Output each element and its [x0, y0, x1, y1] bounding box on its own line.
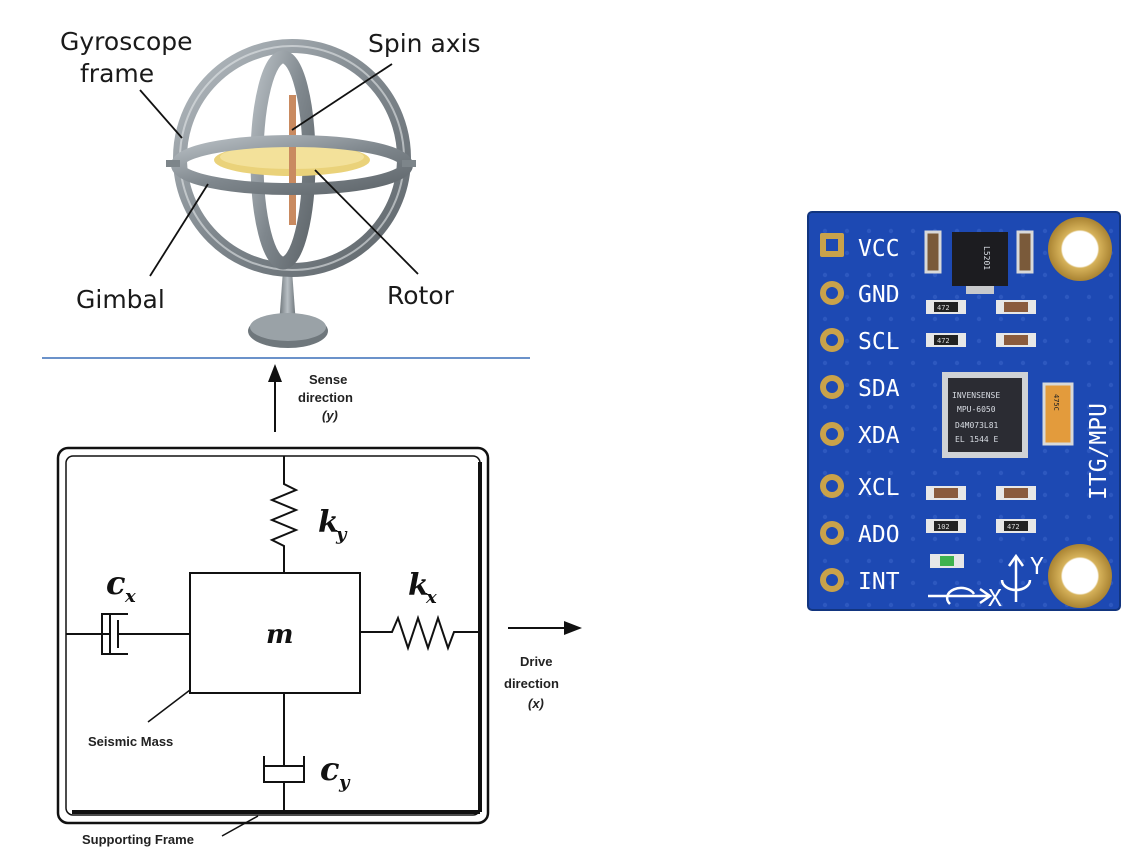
label-gyroscope-frame-line1: Gyroscope [60, 27, 193, 56]
mounting-hole-top [1048, 217, 1112, 281]
axis-label-y: Y [1030, 554, 1044, 580]
chip-line-2: MPU-6050 [957, 405, 996, 414]
board-vertical-label: ITG/MPU [1086, 403, 1112, 500]
label-cy-base: c [320, 750, 339, 788]
damper-cy [263, 693, 305, 812]
label-ky-base: k [318, 505, 339, 540]
label-sense-axis: (y) [322, 408, 338, 423]
seismic-mass-block [189, 572, 361, 694]
supporting-frame-outer [56, 446, 490, 825]
label-spin-axis: Spin axis [368, 29, 481, 58]
axis-markings [928, 553, 1032, 605]
axis-label-x: X [988, 586, 1002, 612]
leader-gimbal [149, 183, 209, 277]
label-kx-base: k [408, 568, 429, 603]
label-cx-base: c [106, 564, 125, 602]
label-drive-line1: Drive [520, 654, 553, 669]
leader-seismic-mass [147, 689, 191, 723]
label-kx-sub: x [425, 587, 437, 608]
label-gyroscope-frame-line2: frame [80, 59, 154, 88]
pin-label-xcl: XCL [858, 475, 900, 501]
spring-ky [269, 456, 299, 573]
leader-spin-axis [291, 63, 393, 131]
label-rotor: Rotor [387, 281, 455, 310]
resistor-label-3: 102 [937, 523, 950, 531]
spin-axis-shaft [289, 95, 296, 225]
label-ky-sub: y [335, 524, 348, 545]
capacitor-left [924, 230, 942, 274]
resistor-array: 472 472 102 472 [926, 300, 1036, 533]
damper-cx [66, 613, 190, 655]
label-seismic-mass: Seismic Mass [88, 734, 173, 749]
resistor-label-1: 472 [937, 304, 950, 312]
label-sense-line1: Sense [309, 372, 347, 387]
regulator-text: L5201 [982, 246, 991, 270]
pin-label-xda: XDA [858, 423, 900, 449]
tantalum-cap-text: 475C [1052, 394, 1060, 411]
pin-label-vcc: VCC [858, 236, 900, 262]
resistor-label-2: 472 [937, 337, 950, 345]
gyroscope-stand [279, 270, 296, 325]
pin-pads [820, 233, 844, 592]
mechanical-model-diagram: Sense direction (y) m k y k x c x [56, 364, 582, 847]
label-drive-line2: direction [504, 676, 559, 691]
leader-supporting-frame [221, 815, 259, 837]
gyroscope-illustration: Gyroscope frame Spin axis Gimbal Rotor [60, 27, 481, 348]
chip-line-4: EL 1544 E [955, 435, 999, 444]
label-cy-sub: y [338, 772, 351, 793]
mpu6050-chip: INVENSENSE MPU-6050 D4M073L81 EL 1544 E [942, 372, 1028, 458]
pin-label-sda: SDA [858, 376, 900, 402]
label-drive-axis: (x) [528, 696, 544, 711]
label-sense-line2: direction [298, 390, 353, 405]
pin-label-int: INT [858, 569, 900, 595]
label-mass: m [266, 620, 294, 650]
chip-line-3: D4M073L81 [955, 421, 999, 430]
mounting-hole-bottom [1048, 544, 1112, 608]
label-supporting-frame: Supporting Frame [82, 832, 194, 847]
leader-frame [139, 89, 183, 139]
mpu6050-board: VCC GND SCL SDA XDA XCL ADO INT L5201 47… [807, 211, 1121, 612]
resistor-label-4: 472 [1007, 523, 1020, 531]
spring-kx [360, 614, 480, 652]
pin-label-ado: ADO [858, 522, 900, 548]
chip-line-1: INVENSENSE [952, 391, 1000, 400]
voltage-regulator [952, 232, 1008, 286]
label-gimbal: Gimbal [76, 285, 165, 314]
capacitor-right [1016, 230, 1034, 274]
label-cx-sub: x [124, 586, 136, 607]
leader-rotor [314, 169, 419, 275]
pin-label-gnd: GND [858, 282, 900, 308]
tantalum-capacitor [1042, 382, 1074, 446]
pin-label-scl: SCL [858, 329, 900, 355]
